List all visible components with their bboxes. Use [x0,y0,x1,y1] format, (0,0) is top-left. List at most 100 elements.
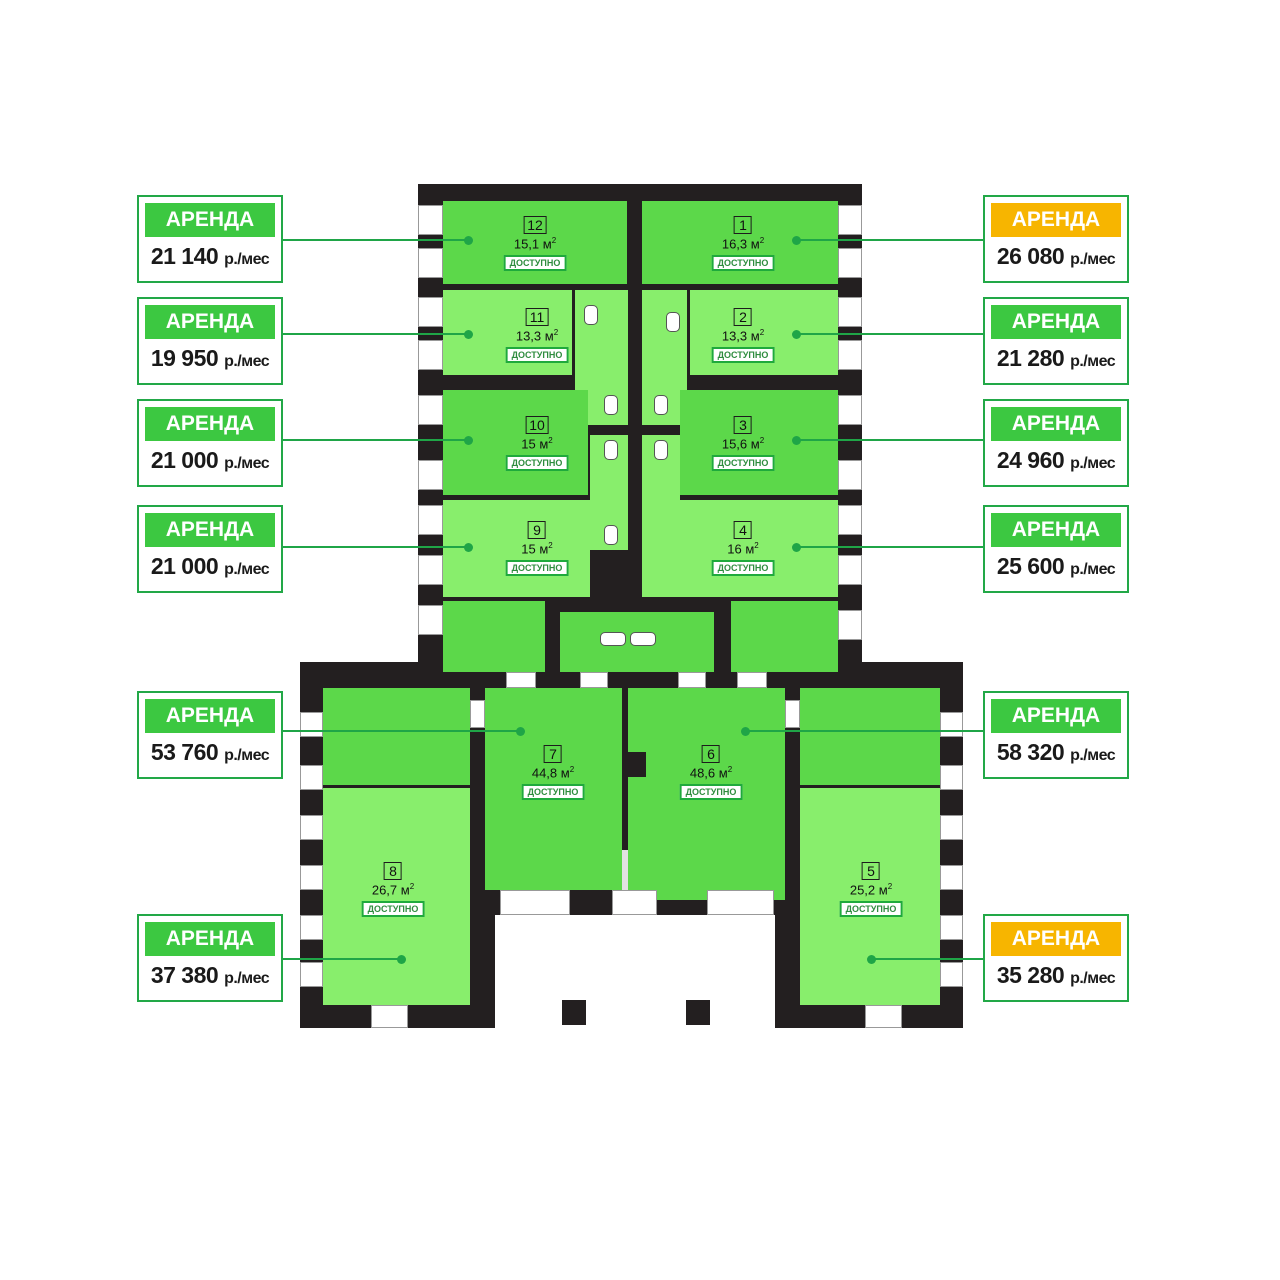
toilet-icon [584,305,598,325]
rent-card-room-11[interactable]: АРЕНДА 19 950 р./мес [137,297,283,385]
connector-line [283,333,468,335]
window [300,865,323,890]
window [580,672,608,688]
room-area: 13,3 м2 [515,328,559,344]
room-info: 8 26,7 м2 ДОСТУПНО [361,862,425,918]
room-marker-dot [464,436,473,445]
toilet-icon [604,440,618,460]
room-area: 15 м2 [521,436,553,452]
room-number: 7 [543,745,562,763]
room-marker-dot [397,955,406,964]
room-5[interactable] [800,788,940,1005]
window [940,815,963,840]
window [506,672,536,688]
toilet-icon [654,440,668,460]
rent-card-room-4[interactable]: АРЕНДА 25 600 р./мес [983,505,1129,593]
room-info: 11 13,3 м2 ДОСТУПНО [505,308,569,364]
connector-line [796,546,983,548]
rent-card-room-2[interactable]: АРЕНДА 21 280 р./мес [983,297,1129,385]
window [418,205,443,235]
window [940,962,963,987]
room-marker-dot [792,436,801,445]
connector-line [796,333,983,335]
connector-line [283,958,401,960]
rent-card-room-10[interactable]: АРЕНДА 21 000 р./мес [137,399,283,487]
window [418,248,443,278]
rent-card-room-7[interactable]: АРЕНДА 53 760 р./мес [137,691,283,779]
window [838,248,862,278]
room-info: 9 15 м2 ДОСТУПНО [505,521,569,577]
room-info: 6 48,6 м2 ДОСТУПНО [679,745,743,801]
room-area: 16,3 м2 [721,236,765,252]
rent-card-room-3[interactable]: АРЕНДА 24 960 р./мес [983,399,1129,487]
window [300,765,323,790]
rent-price: 21 140 р./мес [150,243,270,269]
status-badge: ДОСТУПНО [505,560,569,577]
rent-tag: АРЕНДА [991,922,1121,956]
room-info: 12 15,1 м2 ДОСТУПНО [503,216,567,272]
window [838,505,862,535]
rent-price: 35 280 р./мес [996,962,1116,988]
status-badge: ДОСТУПНО [839,901,903,918]
rent-tag: АРЕНДА [145,922,275,956]
courtyard [495,915,775,1028]
window [838,395,862,425]
room-number: 8 [383,862,402,880]
window [470,700,485,728]
window [371,1005,408,1028]
status-badge: ДОСТУПНО [711,560,775,577]
room-number: 11 [525,308,549,326]
status-badge: ДОСТУПНО [505,455,569,472]
room-area: 15,6 м2 [721,436,765,452]
rent-tag: АРЕНДА [145,305,275,339]
window [838,610,862,640]
toilet-icon [600,632,626,646]
room-8[interactable] [323,788,470,1005]
rent-tag: АРЕНДА [991,305,1121,339]
room-3[interactable] [680,390,838,495]
connector-line [796,239,983,241]
rent-card-room-9[interactable]: АРЕНДА 21 000 р./мес [137,505,283,593]
room-marker-dot [792,236,801,245]
connector-line [796,439,983,441]
window [300,712,323,737]
rent-card-room-5[interactable]: АРЕНДА 35 280 р./мес [983,914,1129,1002]
room-number: 10 [525,416,549,434]
window [838,340,862,370]
rent-price: 25 600 р./мес [996,553,1116,579]
rent-tag: АРЕНДА [145,699,275,733]
connector-line [745,730,983,732]
room-4[interactable] [642,500,838,597]
room-info: 2 13,3 м2 ДОСТУПНО [711,308,775,364]
pillar [686,1000,710,1025]
rent-price: 24 960 р./мес [996,447,1116,473]
service-room [323,688,470,785]
room-area: 44,8 м2 [531,765,575,781]
rent-price: 37 380 р./мес [150,962,270,988]
window [612,890,657,915]
rent-card-room-1[interactable]: АРЕНДА 26 080 р./мес [983,195,1129,283]
window [418,505,443,535]
toilet-icon [604,395,618,415]
room-marker-dot [464,330,473,339]
room-number: 4 [733,521,752,539]
window [838,555,862,585]
window [418,340,443,370]
rent-price: 58 320 р./мес [996,739,1116,765]
rent-tag: АРЕНДА [991,513,1121,547]
toilet-icon [666,312,680,332]
status-badge: ДОСТУПНО [503,255,567,272]
room-area: 15,1 м2 [513,236,557,252]
room-marker-dot [464,543,473,552]
room-info: 10 15 м2 ДОСТУПНО [505,416,569,472]
status-badge: ДОСТУПНО [361,901,425,918]
rent-card-room-6[interactable]: АРЕНДА 58 320 р./мес [983,691,1129,779]
rent-card-room-12[interactable]: АРЕНДА 21 140 р./мес [137,195,283,283]
window [940,865,963,890]
room-marker-dot [792,543,801,552]
window [785,700,800,728]
rent-card-room-8[interactable]: АРЕНДА 37 380 р./мес [137,914,283,1002]
window [940,765,963,790]
service-room [731,601,838,672]
rent-tag: АРЕНДА [145,203,275,237]
